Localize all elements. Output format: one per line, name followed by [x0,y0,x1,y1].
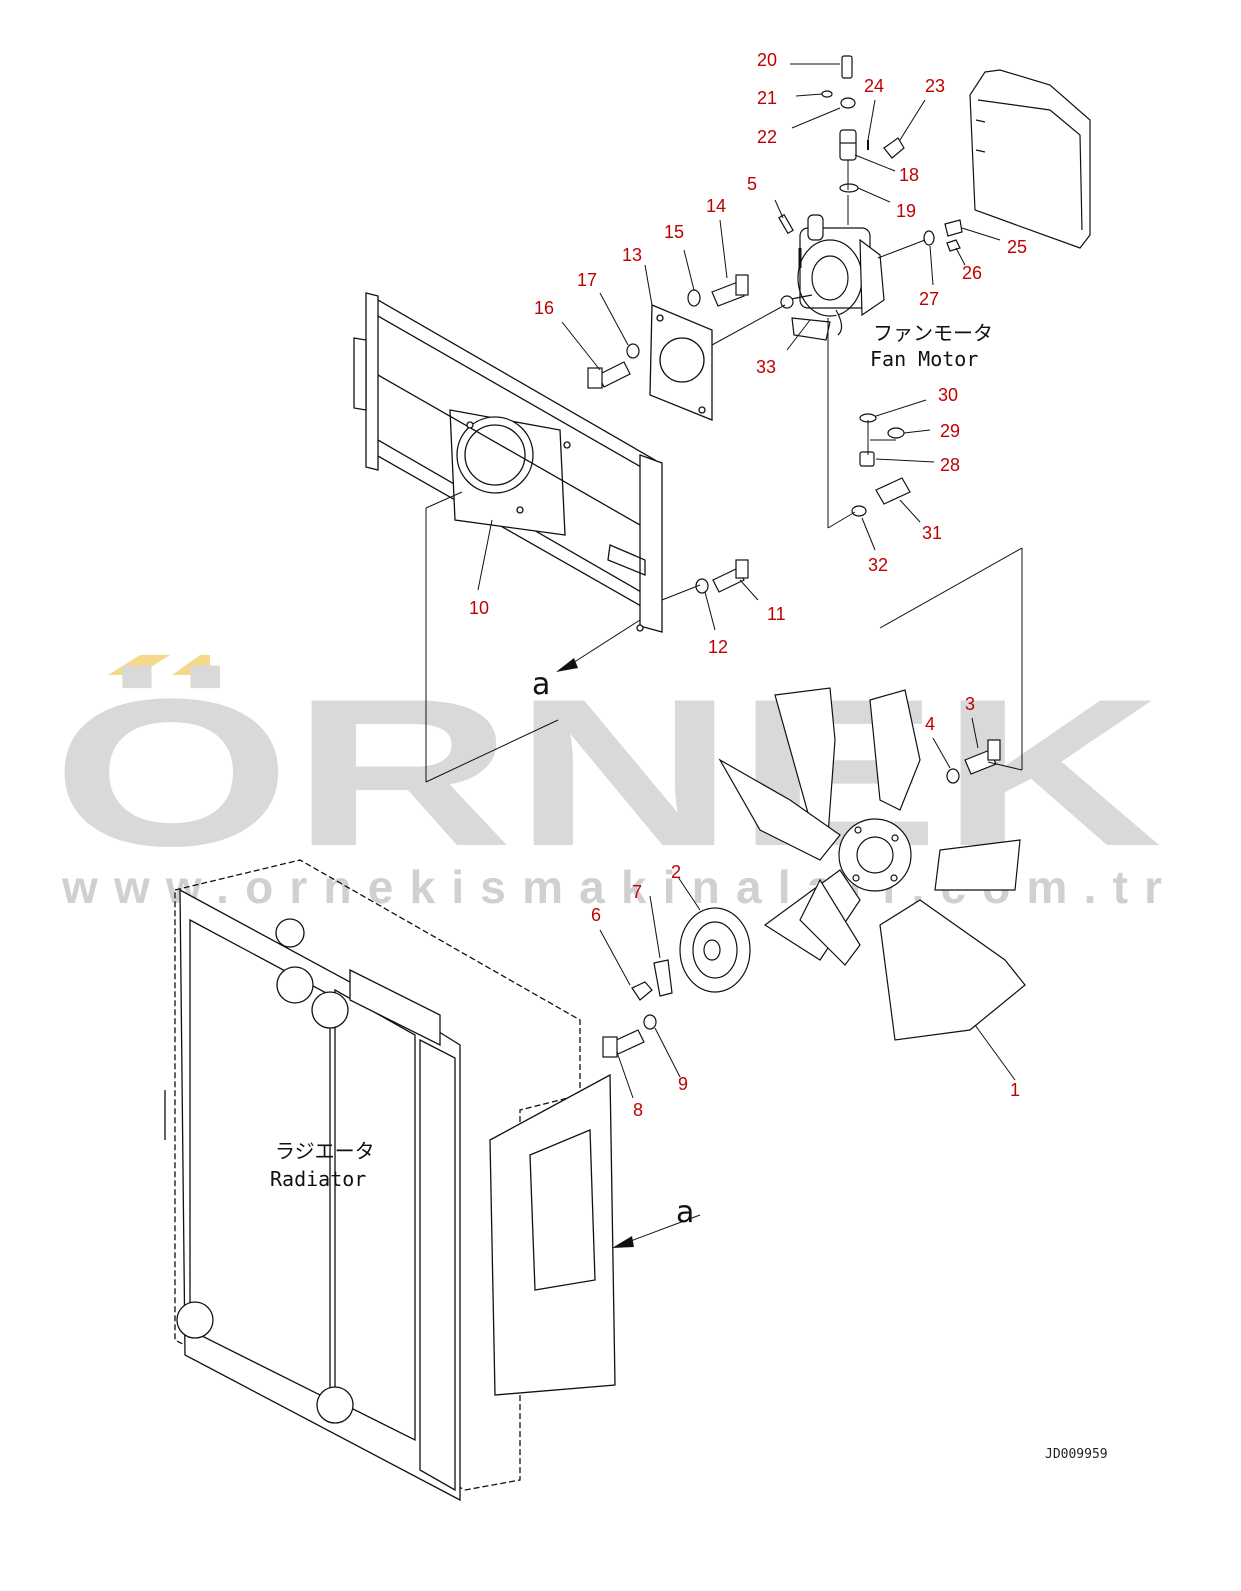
callout-9: 9 [678,1074,688,1094]
callout-13: 13 [622,245,642,265]
callout-10: 10 [469,598,489,618]
callout-26: 26 [962,263,982,283]
callout-22: 22 [757,127,777,147]
fan-motor-label-en: Fan Motor [870,347,978,371]
callout-12: 12 [708,637,728,657]
view-arrows [556,658,634,1248]
fan-motor-label-jp: ファンモータ [873,321,993,345]
callout-29: 29 [940,421,960,441]
plate-bolts [587,274,749,389]
callout-21: 21 [757,88,777,108]
fan [718,687,1026,1041]
view-a-arrow-side [612,1236,634,1248]
leader-lines [425,63,1023,1246]
watermark-accent-left [108,655,170,675]
callout-32: 32 [868,555,888,575]
callout-23: 23 [925,76,945,96]
radiator [164,859,616,1502]
callout-24: 24 [864,76,884,96]
top-fittings [778,55,963,517]
callout-18: 18 [899,165,919,185]
callout-14: 14 [706,196,726,216]
callout-31: 31 [922,523,942,543]
document-id: JD009959 [1045,1447,1108,1462]
callout-30: 30 [938,385,958,405]
fan-guard-frame [353,292,663,633]
callout-4: 4 [925,714,935,734]
callout-5: 5 [747,174,757,194]
view-a-arrow-top [556,658,578,672]
callout-numbers: 1 2 3 4 5 6 7 8 9 10 11 12 13 14 15 16 1… [469,50,1027,1120]
view-a-label-side: a [676,1195,694,1230]
callout-17: 17 [577,270,597,290]
callout-28: 28 [940,455,960,475]
callout-8: 8 [633,1100,643,1120]
pulley-parts [602,907,751,1058]
callout-3: 3 [965,694,975,714]
mounting-plate [649,304,713,421]
callout-20: 20 [757,50,777,70]
callout-19: 19 [896,201,916,221]
callout-2: 2 [671,862,681,882]
view-a-label-top: a [532,667,550,702]
callout-25: 25 [1007,237,1027,257]
component-labels: ファンモータ Fan Motor ラジエータ Radiator a a JD00… [270,321,1108,1462]
fan-motor [780,214,885,341]
watermark-accent-right [172,655,210,675]
radiator-label-en: Radiator [270,1167,366,1191]
fan-bolts [946,739,1001,784]
frame-bolts [695,559,749,594]
callout-27: 27 [919,289,939,309]
callout-11: 11 [767,604,786,624]
cover-panel [969,69,1091,249]
callout-7: 7 [632,882,642,902]
radiator-label-jp: ラジエータ [275,1139,375,1163]
callout-16: 16 [534,298,554,318]
callout-15: 15 [664,222,684,242]
callout-1: 1 [1010,1080,1020,1100]
callout-6: 6 [591,905,601,925]
callout-33: 33 [756,357,776,377]
